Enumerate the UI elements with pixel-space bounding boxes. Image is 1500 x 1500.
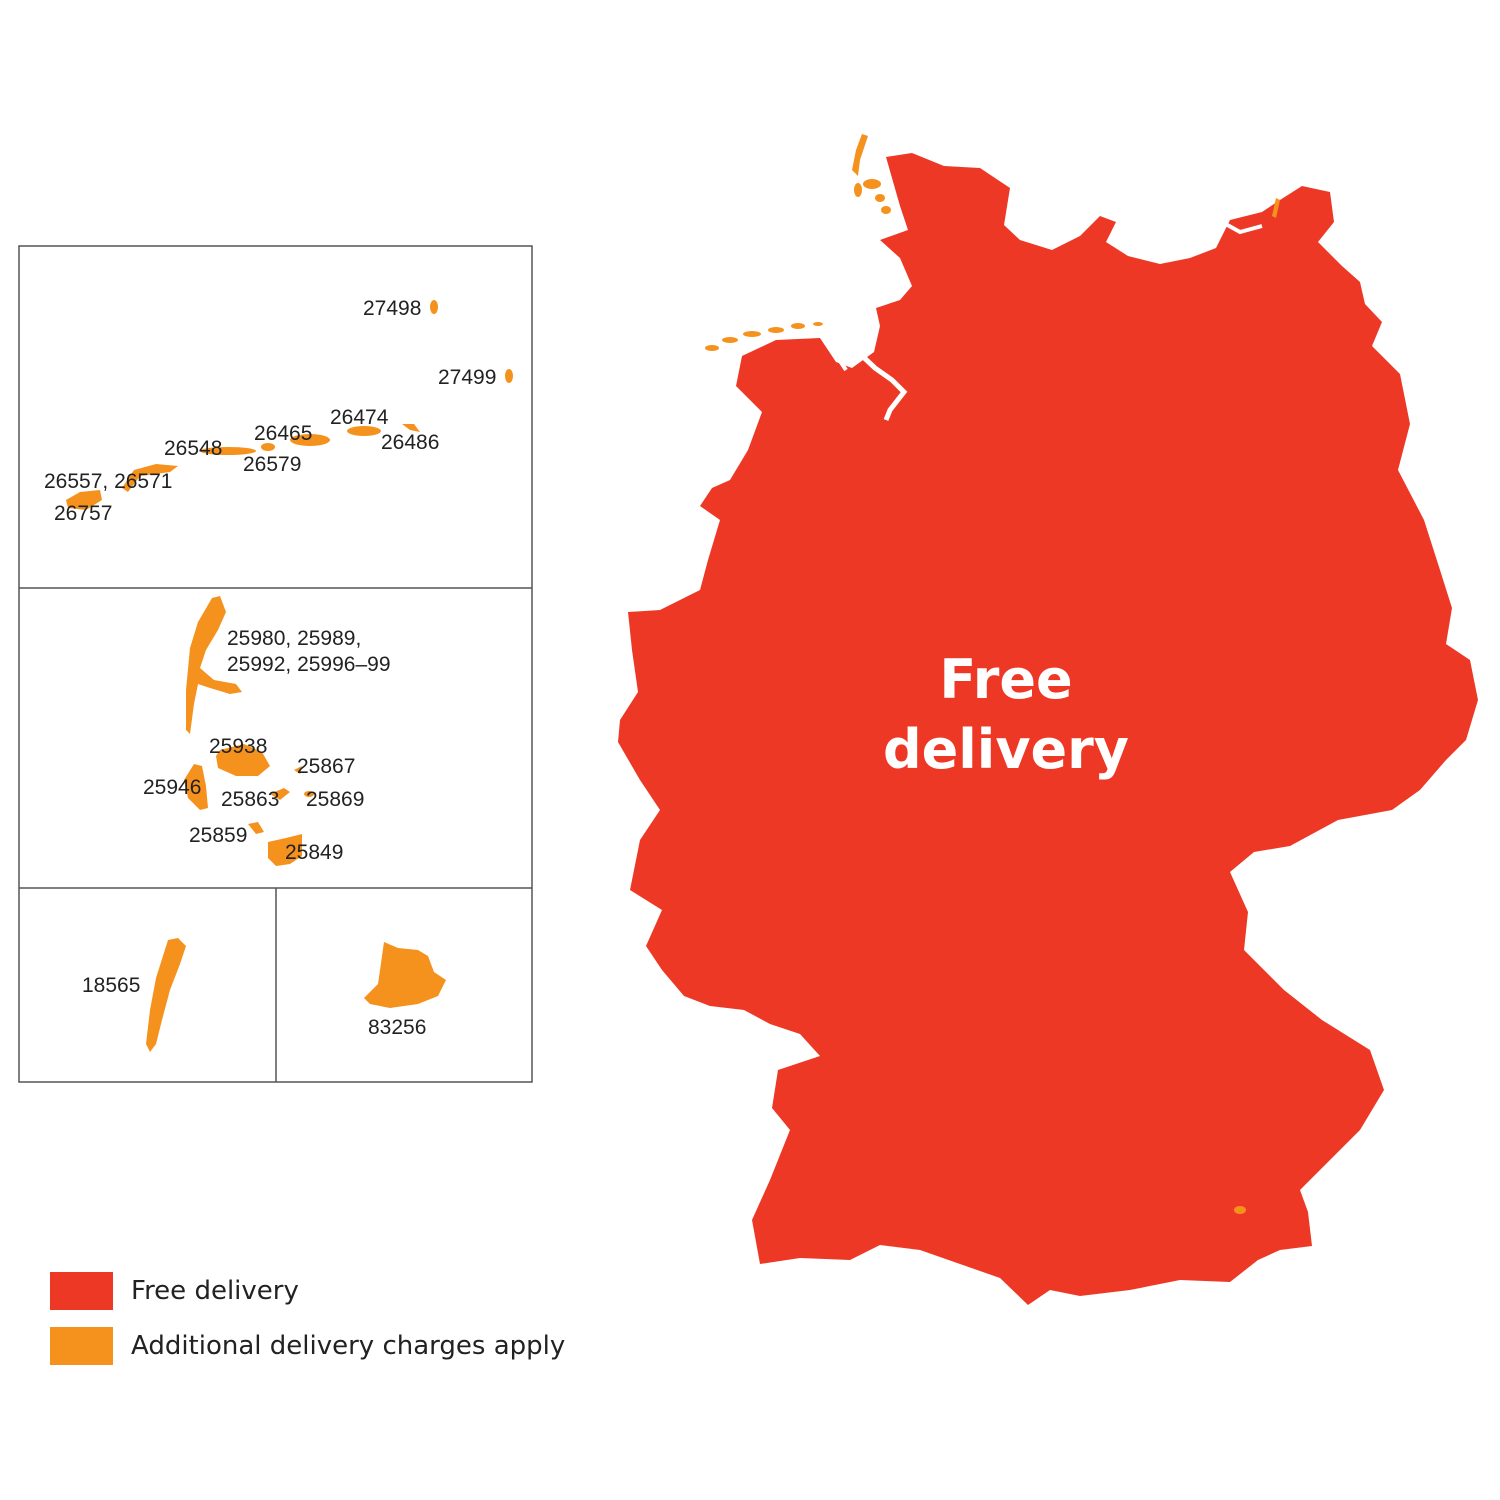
island-26548 bbox=[200, 447, 256, 455]
inset-frames bbox=[18, 245, 533, 1083]
main-map-label-line1: Free bbox=[939, 648, 1072, 711]
zip-25980-25989: 25980, 25989, bbox=[227, 627, 361, 650]
zip-27499: 27499 bbox=[438, 366, 496, 389]
inset-alpine: 83256 bbox=[364, 942, 446, 1039]
island-east-frisia-5 bbox=[791, 323, 805, 329]
zip-25992-25996: 25992, 25996–99 bbox=[227, 653, 391, 676]
inset-north-frisia: 25980, 25989, 25992, 25996–99 25938 2586… bbox=[143, 596, 391, 866]
legend: Free delivery Additional delivery charge… bbox=[50, 1272, 565, 1382]
main-map-islands bbox=[705, 134, 1280, 1214]
inset-north-sea-islands bbox=[66, 300, 513, 510]
zip-25946: 25946 bbox=[143, 776, 201, 799]
island-25863 bbox=[270, 788, 290, 800]
zip-25867: 25867 bbox=[297, 755, 355, 778]
island-25946 bbox=[184, 764, 208, 810]
zip-25869: 25869 bbox=[306, 788, 364, 811]
legend-label-free: Free delivery bbox=[131, 1276, 299, 1306]
main-map-label-line2: delivery bbox=[883, 718, 1129, 781]
island-amrum bbox=[854, 183, 862, 197]
island-27498 bbox=[430, 300, 438, 314]
island-26474 bbox=[347, 426, 381, 436]
baltic-bay bbox=[1221, 220, 1263, 235]
island-25867 bbox=[294, 766, 302, 774]
island-east-frisia-1 bbox=[705, 345, 719, 351]
legend-item-free: Free delivery bbox=[50, 1272, 565, 1310]
island-sylt bbox=[852, 134, 868, 176]
island-26757 bbox=[66, 490, 102, 510]
island-27499 bbox=[505, 369, 513, 383]
island-pellworm bbox=[875, 194, 885, 202]
zip-18565: 18565 bbox=[82, 974, 140, 997]
island-25849 bbox=[268, 834, 302, 866]
weser-estuary bbox=[830, 339, 848, 372]
inset-north-sea: 27498 27499 26474 26465 26486 26548 2657… bbox=[44, 297, 513, 525]
zip-26557-26571: 26557, 26571 bbox=[44, 470, 172, 493]
island-sylt-inset bbox=[186, 596, 242, 734]
zip-26465: 26465 bbox=[254, 422, 312, 445]
zip-26548: 26548 bbox=[164, 437, 222, 460]
island-26465 bbox=[290, 434, 330, 446]
zip-26486: 26486 bbox=[381, 431, 439, 454]
zip-25938: 25938 bbox=[209, 735, 267, 758]
germany-free-delivery-area bbox=[618, 153, 1478, 1305]
legend-swatch-free bbox=[50, 1272, 113, 1310]
zip-26579: 26579 bbox=[243, 453, 301, 476]
zip-25863: 25863 bbox=[221, 788, 279, 811]
island-east-frisia-2 bbox=[722, 337, 738, 343]
island-foehr bbox=[863, 179, 881, 189]
island-25859 bbox=[248, 822, 264, 834]
island-hiddensee bbox=[1272, 198, 1280, 218]
island-26557-26571 bbox=[122, 464, 178, 492]
legend-item-additional: Additional delivery charges apply bbox=[50, 1327, 565, 1365]
legend-swatch-additional bbox=[50, 1327, 113, 1365]
island-26579 bbox=[261, 443, 275, 451]
inset-baltic: 18565 bbox=[82, 938, 186, 1052]
zip-83256: 83256 bbox=[368, 1016, 426, 1039]
island-26486 bbox=[402, 424, 420, 432]
island-hallig bbox=[881, 206, 891, 214]
zip-27498: 27498 bbox=[363, 297, 421, 320]
island-25938 bbox=[216, 744, 270, 776]
zip-25849: 25849 bbox=[285, 841, 343, 864]
zip-26474: 26474 bbox=[330, 406, 389, 429]
zip-25859: 25859 bbox=[189, 824, 247, 847]
legend-label-additional: Additional delivery charges apply bbox=[131, 1331, 566, 1361]
island-east-frisia-3 bbox=[743, 331, 761, 337]
zip-26757: 26757 bbox=[54, 502, 112, 525]
island-18565 bbox=[146, 938, 186, 1052]
island-east-frisia-4 bbox=[768, 327, 784, 333]
island-alpine-enclave bbox=[1234, 1206, 1246, 1214]
inset-north-frisia-islands bbox=[184, 596, 314, 866]
island-25869 bbox=[304, 791, 314, 797]
island-east-frisia-6 bbox=[813, 322, 823, 326]
enclave-83256 bbox=[364, 942, 446, 1008]
elbe-estuary bbox=[856, 350, 908, 421]
